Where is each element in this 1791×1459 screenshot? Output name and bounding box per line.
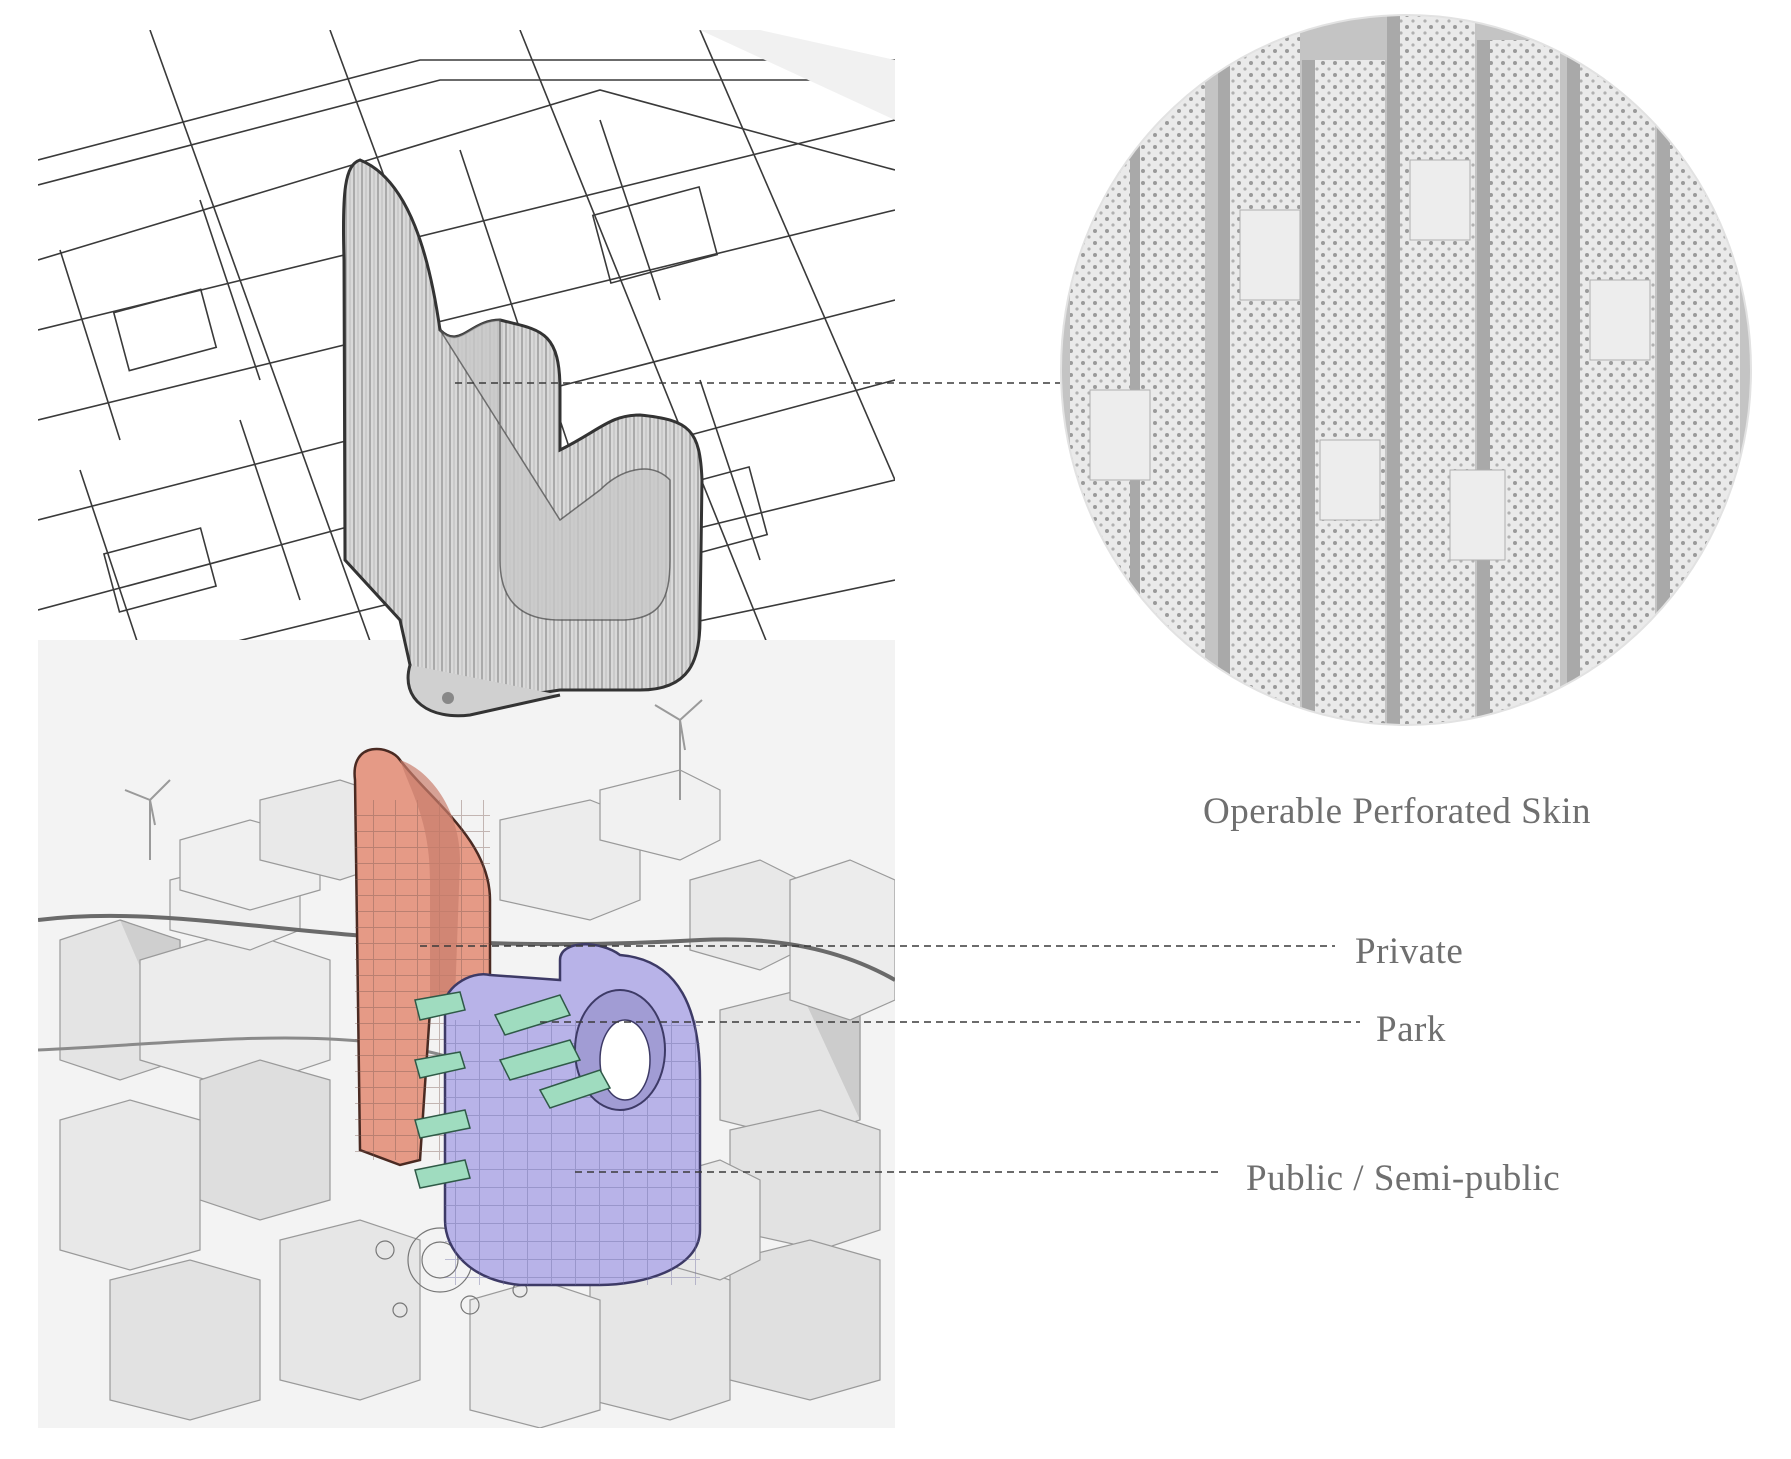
city-context-massing (38, 699, 895, 1428)
label-private: Private (1355, 931, 1464, 972)
label-park: Park (1376, 1009, 1446, 1050)
tower-programme-massing (353, 747, 702, 1287)
perforated-skin-envelope (341, 158, 704, 718)
label-public-semi-public: Public / Semi-public (1246, 1158, 1561, 1199)
skin-detail-callout (1060, 14, 1752, 726)
leader-lines (420, 382, 1360, 1173)
label-operable-perforated-skin: Operable Perforated Skin (1203, 791, 1592, 832)
